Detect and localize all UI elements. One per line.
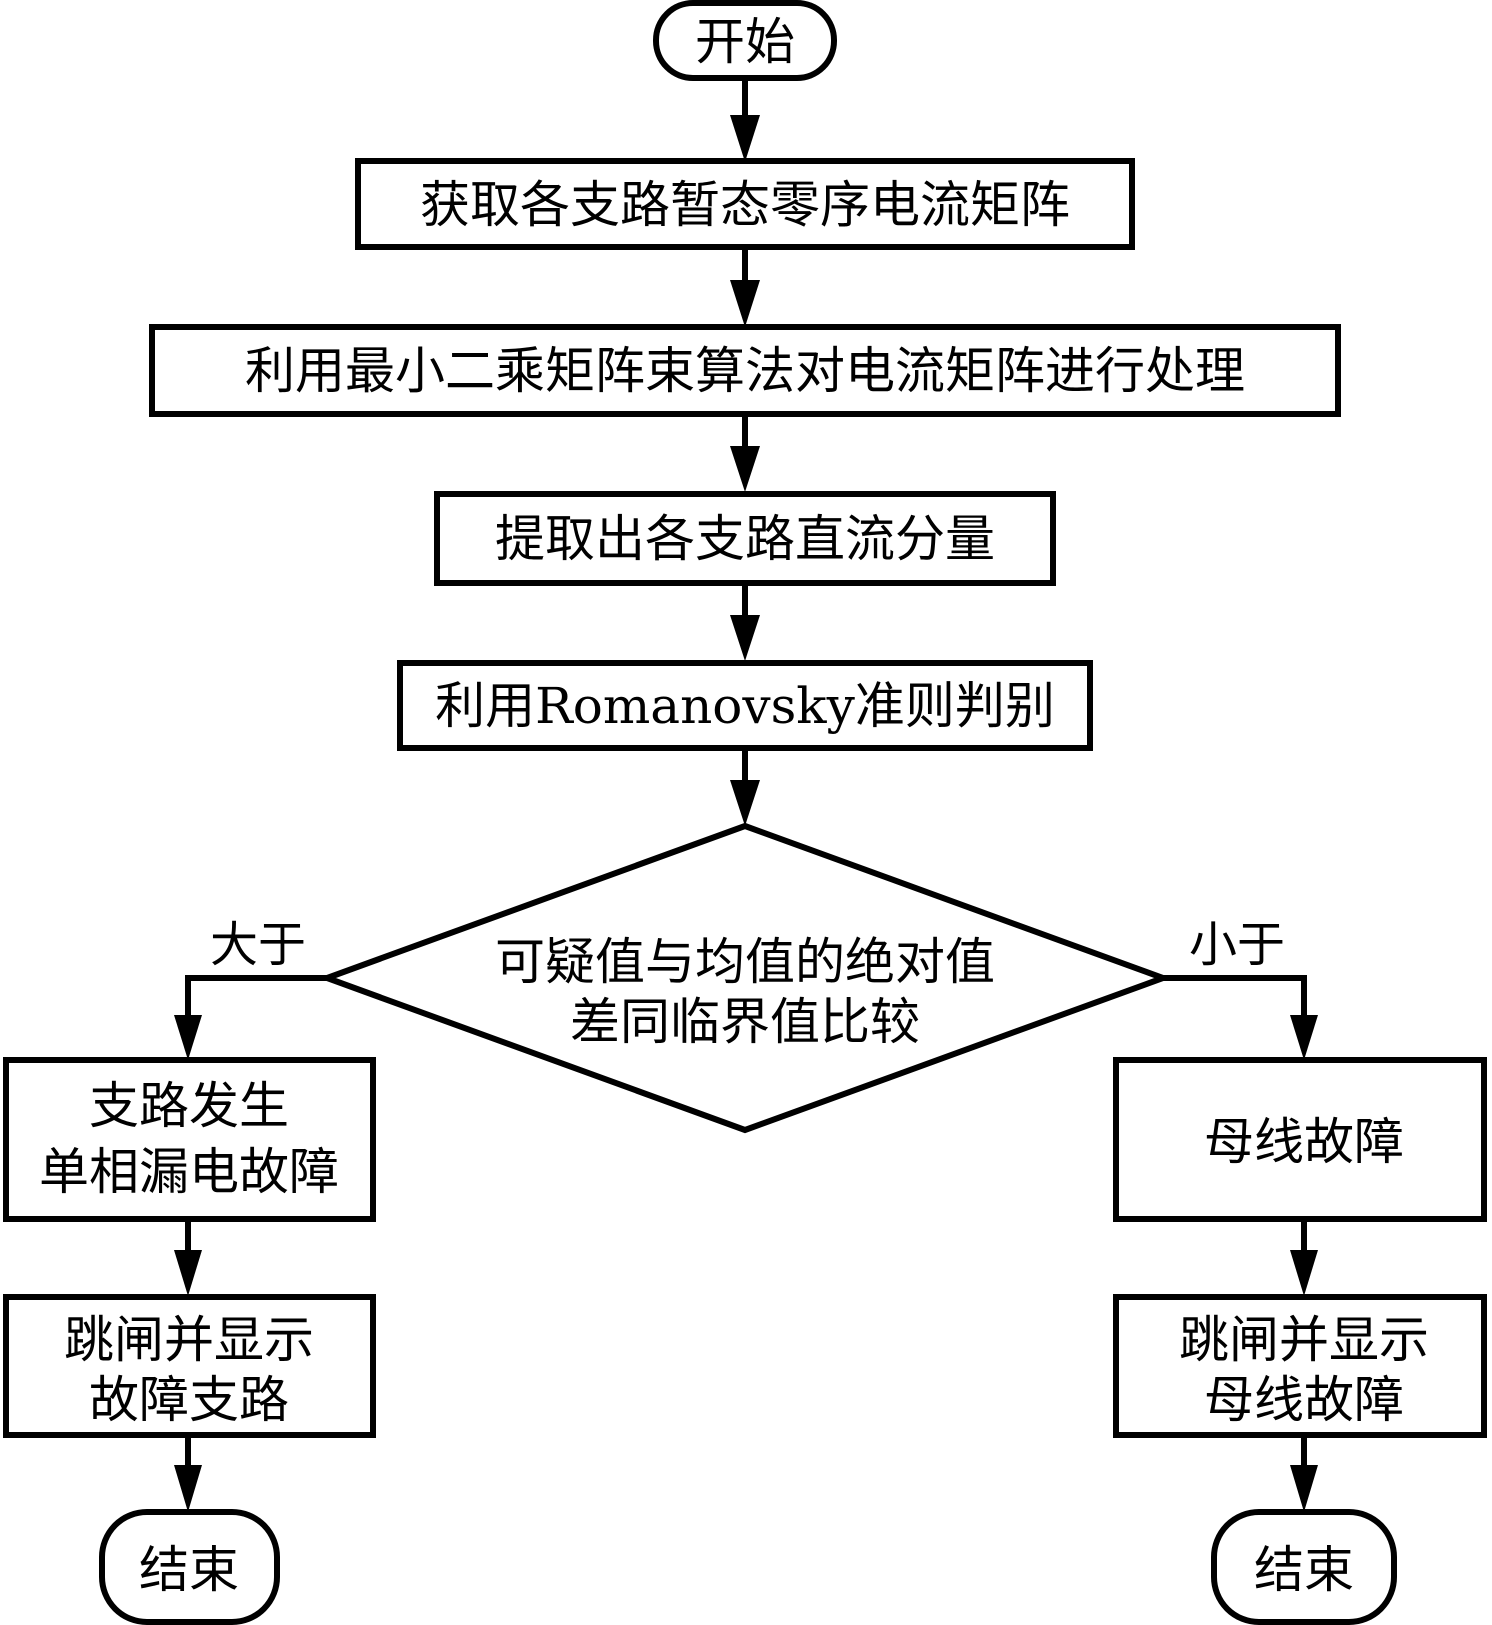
arrow-start-to-step1 <box>730 78 760 162</box>
right-end-terminal-shape <box>1211 1509 1397 1625</box>
step2-label: 利用最小二乘矩阵束算法对电流矩阵进行处理 <box>245 342 1245 400</box>
left1-node: 支路发生 单相漏电故障 <box>3 1057 376 1222</box>
right1-box <box>1113 1057 1487 1222</box>
left1-label-line1: 支路发生 <box>89 1077 289 1135</box>
decision-label-line1: 可疑值与均值的绝对值 <box>495 933 995 991</box>
left2-box <box>3 1294 376 1438</box>
arrow-step4-to-decision <box>730 748 760 826</box>
step4-node: 利用Romanovsky准则判别 <box>397 660 1093 751</box>
arrow-step1-to-step2 <box>730 247 760 327</box>
left-end-node: 结束 <box>99 1509 280 1625</box>
right1-label: 母线故障 <box>1204 1113 1404 1171</box>
start-label: 开始 <box>695 13 795 71</box>
right-end-node: 结束 <box>1211 1509 1397 1625</box>
arrow-right1-to-right2 <box>1290 1219 1318 1296</box>
right1-node: 母线故障 <box>1113 1057 1487 1222</box>
right2-node: 跳闸并显示 母线故障 <box>1113 1294 1487 1438</box>
right2-label-line2: 母线故障 <box>1204 1371 1404 1429</box>
arrow-left1-to-left2 <box>174 1219 202 1296</box>
left-end-terminal-shape <box>99 1509 280 1625</box>
step3-box <box>434 491 1056 586</box>
arrow-left2-to-left-end <box>174 1435 202 1512</box>
edge-label-greater: 大于 <box>210 917 306 973</box>
left2-node: 跳闸并显示 故障支路 <box>3 1294 376 1438</box>
step2-node: 利用最小二乘矩阵束算法对电流矩阵进行处理 <box>149 324 1341 417</box>
arrow-right2-to-right-end <box>1290 1435 1318 1512</box>
step3-node: 提取出各支路直流分量 <box>434 491 1056 586</box>
left1-box <box>3 1057 376 1222</box>
step3-label: 提取出各支路直流分量 <box>495 510 995 568</box>
right2-label-line1: 跳闸并显示 <box>1179 1311 1429 1369</box>
left2-label-line1: 跳闸并显示 <box>64 1311 314 1369</box>
step1-node: 获取各支路暂态零序电流矩阵 <box>355 158 1135 250</box>
left2-label-line2: 故障支路 <box>89 1371 289 1429</box>
right2-box <box>1113 1294 1487 1438</box>
decision-diamond <box>318 822 1172 1134</box>
decision-node: 可疑值与均值的绝对值 差同临界值比较 <box>318 822 1172 1134</box>
arrow-step2-to-step3 <box>730 414 760 492</box>
arrow-step3-to-step4 <box>730 583 760 661</box>
step4-label: 利用Romanovsky准则判别 <box>435 677 1055 735</box>
edge-label-less: 小于 <box>1189 917 1285 973</box>
decision-label-line2: 差同临界值比较 <box>570 993 920 1051</box>
left-end-label: 结束 <box>139 1541 239 1599</box>
left1-label-line2: 单相漏电故障 <box>39 1143 339 1201</box>
step1-box <box>355 158 1135 250</box>
arrow-decision-to-left1 <box>174 975 327 1060</box>
arrow-decision-to-right1 <box>1163 975 1318 1060</box>
start-node: 开始 <box>653 0 837 81</box>
step1-label: 获取各支路暂态零序电流矩阵 <box>420 176 1070 234</box>
right-end-label: 结束 <box>1254 1541 1354 1599</box>
